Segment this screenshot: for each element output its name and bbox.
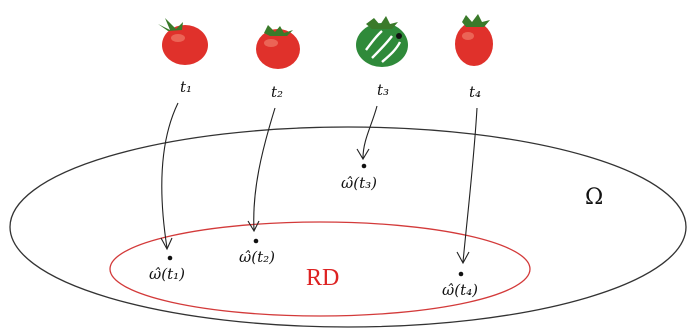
point-omega-t1 (168, 256, 173, 261)
point-omega-t3 (362, 164, 367, 169)
t1-label: t₁ (180, 78, 192, 96)
arrow-t2 (254, 108, 275, 230)
omega-t2-label: ω̂(t₂) (239, 248, 275, 266)
omega-t3-label: ω̂(t₃) (341, 174, 377, 192)
omega-set-ellipse (10, 127, 686, 327)
omega-symbol: Ω (585, 185, 603, 210)
tomato-2 (256, 25, 300, 69)
t2-label: t₂ (271, 83, 283, 101)
point-omega-t4 (459, 272, 464, 277)
arrow-t3 (363, 106, 377, 158)
tomato-4 (455, 14, 493, 66)
t4-label: t₄ (469, 83, 481, 101)
arrow-t4 (463, 108, 477, 262)
point-omega-t2 (254, 239, 259, 244)
t3-label: t₃ (377, 81, 389, 99)
omega-t1-label: ω̂(t₁) (149, 265, 185, 283)
rd-label: RD (306, 265, 339, 291)
tomato-1 (158, 18, 208, 65)
tomato-3-green-striped (356, 16, 408, 67)
arrow-t1 (162, 103, 178, 248)
omega-t4-label: ω̂(t₄) (442, 281, 478, 299)
